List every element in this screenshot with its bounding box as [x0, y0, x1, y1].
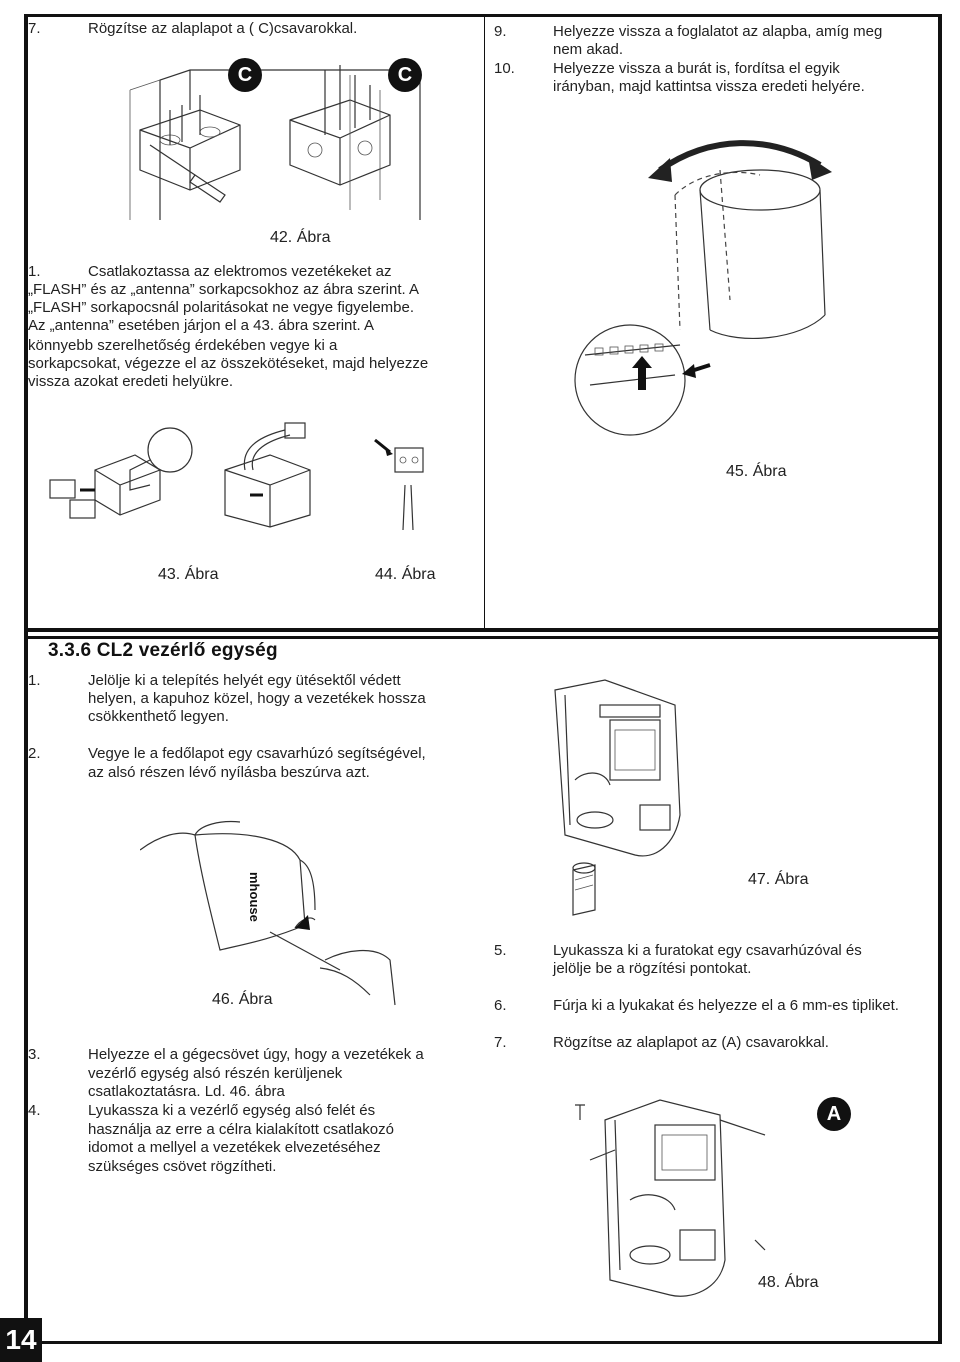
figure-48-caption: 48. Ábra — [758, 1274, 819, 1291]
figure-45-caption: 45. Ábra — [726, 463, 787, 480]
cover-brand-logo: mhouse — [247, 872, 262, 922]
step-text: sorkapcsokat, végezze el az összekötések… — [28, 355, 429, 372]
step-text: Helyezze el a gégecsövet úgy, hogy a vez… — [88, 1046, 424, 1063]
step-text: csökkenthető legyen. — [88, 708, 229, 725]
step-text: Rögzítse az alaplapot az (A) csavarokkal… — [553, 1034, 829, 1051]
step-text: használja az erre a célra kialakított cs… — [88, 1121, 394, 1138]
badge-c-left: C — [228, 58, 262, 92]
figure-47-illustration — [554, 679, 681, 916]
step-text: Rögzítse az alaplapot a ( C)csavarokkal. — [88, 20, 358, 37]
step-text: szükséges csövet rögzítheti. — [88, 1158, 277, 1175]
section-divider — [24, 628, 942, 632]
step-text: Helyezze vissza a foglalatot az alapba, … — [553, 23, 883, 40]
step-text: „FLASH” és az „antenna” sorkapcsokhoz az… — [28, 281, 420, 298]
step-text: Jelölje ki a telepítés helyét egy ütések… — [88, 672, 401, 689]
badge-a: A — [817, 1097, 851, 1131]
step-text: idomot a mellyel a vezetékek elvezetéséh… — [88, 1139, 381, 1156]
step-text: az alsó részen lévő nyílásba beszúrva az… — [88, 764, 370, 781]
badge-c-right: C — [388, 58, 422, 92]
step-text: Lyukassza ki a vezérlő egység alsó felét… — [88, 1102, 376, 1119]
step-text: nem akad. — [553, 41, 624, 58]
figure-44-illustration — [374, 438, 424, 531]
step-text: Lyukassza ki a furatokat egy csavarhúzóv… — [553, 942, 862, 959]
step-text: vissza azokat eredeti helyükre. — [28, 373, 234, 390]
step-text: jelölje be a rögzítési pontokat. — [553, 960, 752, 977]
step-text: Vegye le a fedőlapot egy csavarhúzó segí… — [88, 745, 426, 762]
step-text: csatlakoztatásra. Ld. 46. ábra — [88, 1083, 285, 1100]
step-number: 2. — [28, 745, 41, 762]
figure-43b-illustration — [224, 422, 311, 528]
section-heading: 3.3.6 CL2 vezérlő egység — [48, 640, 278, 661]
section-divider — [24, 636, 942, 639]
column-divider — [484, 14, 485, 628]
step-number: 4. — [28, 1102, 41, 1119]
step-text: irányban, majd kattintsa vissza eredeti … — [553, 78, 865, 95]
step-number: 6. — [494, 997, 507, 1014]
figure-46-illustration — [140, 820, 396, 1006]
step-text: Csatlakoztassa az elektromos vezetékeket… — [88, 263, 392, 280]
step-number: 7. — [494, 1034, 507, 1051]
step-number: 7. — [28, 20, 41, 37]
figure-44-caption: 44. Ábra — [375, 566, 436, 583]
figure-47-caption: 47. Ábra — [748, 871, 809, 888]
step-number: 10. — [494, 60, 515, 77]
step-number: 1. — [28, 672, 41, 689]
step-text: könnyebb szerelhetőség érdekében vegye k… — [28, 337, 338, 354]
step-number: 9. — [494, 23, 507, 40]
step-text: Helyezze vissza a burát is, fordítsa el … — [553, 60, 840, 77]
step-text: Fúrja ki a lyukakat és helyezze el a 6 m… — [553, 997, 899, 1014]
figure-43-caption: 43. Ábra — [158, 566, 219, 583]
figure-42-caption: 42. Ábra — [270, 229, 331, 246]
step-text: Az „antenna” esetében járjon el a 43. áb… — [28, 317, 375, 334]
figure-45-illustration — [574, 140, 832, 436]
figure-43-illustration — [49, 427, 193, 519]
figure-48-illustration — [575, 1099, 766, 1297]
step-text: helyen, a kapuhoz közel, hogy a vezetéke… — [88, 690, 426, 707]
step-number: 5. — [494, 942, 507, 959]
step-text: „FLASH” sorkapocsnál polaritásokat ne ve… — [28, 299, 415, 316]
page-frame — [24, 14, 942, 1344]
figure-46-caption: 46. Ábra — [212, 991, 273, 1008]
step-text: vezérlő egység alsó részén kerüljenek — [88, 1065, 343, 1082]
step-number: 1. — [28, 263, 41, 280]
step-number: 3. — [28, 1046, 41, 1063]
page-number: 14 — [0, 1318, 42, 1362]
figure-42-illustration — [129, 65, 421, 220]
